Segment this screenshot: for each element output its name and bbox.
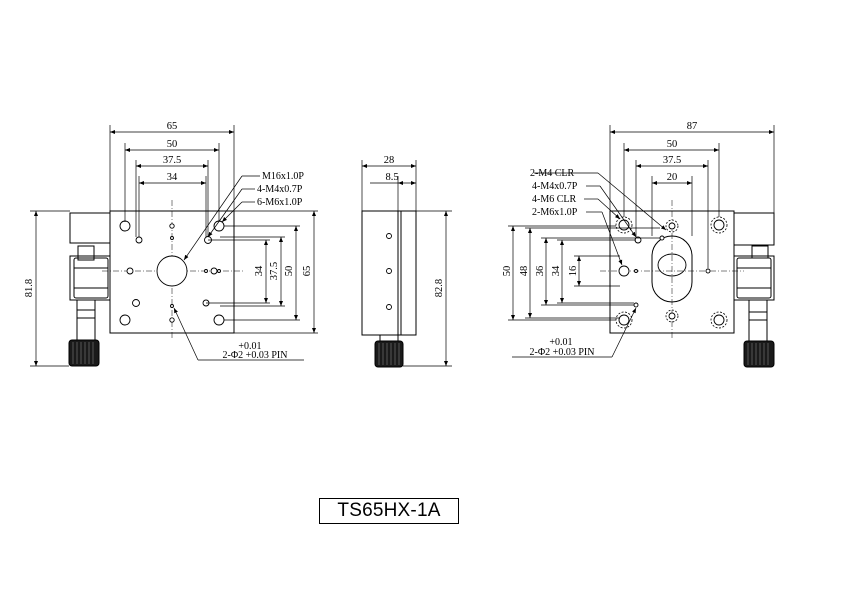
front-dim-right-50: 50 — [284, 266, 295, 277]
front-dim-50: 50 — [167, 139, 178, 150]
front-hole — [135, 236, 143, 244]
front-hole — [126, 267, 134, 275]
front-pin — [170, 236, 174, 240]
front-dim-37-5: 37.5 — [163, 155, 181, 166]
front-hole — [213, 314, 225, 326]
rear-callout-m4: 4-M4x0.7P — [532, 181, 578, 192]
side-spindle — [379, 334, 399, 342]
front-hole — [119, 314, 131, 326]
rear-callout-m4-clr: 2-M4 CLR — [530, 168, 575, 179]
front-hole — [210, 267, 218, 275]
front-callout-m6: 6-M6x1.0P — [257, 197, 303, 208]
rear-pin — [633, 302, 639, 308]
front-micrometer-sleeve — [73, 257, 109, 299]
rear-hole — [668, 222, 676, 230]
model-number-label: TS65HX-1A — [319, 498, 459, 524]
rear-hole — [713, 314, 725, 326]
rear-hole — [705, 268, 711, 274]
front-pin-tolerance: +0.01 — [238, 341, 261, 352]
rear-pin — [659, 235, 665, 241]
front-pin-spec: 2-Φ2 +0.03 PIN — [223, 350, 288, 361]
front-pin — [170, 304, 174, 308]
rear-hole — [713, 219, 725, 231]
front-micrometer-spindle — [76, 299, 96, 341]
rear-dim-left-36: 36 — [535, 266, 546, 277]
rear-pin — [634, 269, 638, 273]
side-knob — [374, 340, 404, 368]
front-dim-right-65: 65 — [302, 266, 313, 277]
front-knob — [68, 339, 100, 367]
front-dim-left-81-8: 81.8 — [24, 279, 35, 297]
side-hole — [386, 268, 392, 274]
rear-hole — [618, 314, 630, 326]
rear-dim-37-5: 37.5 — [663, 155, 681, 166]
rear-pin-tolerance: +0.01 — [549, 337, 572, 348]
rear-hole — [668, 312, 676, 320]
side-hole — [386, 304, 392, 310]
front-pin — [169, 223, 175, 229]
rear-dim-left-48: 48 — [519, 266, 530, 277]
side-view: 28 8.5 82.8 — [361, 155, 452, 368]
front-dim-right-34: 34 — [254, 265, 265, 276]
front-callout-m16: M16x1.0P — [262, 171, 304, 182]
front-dim-right-37-5: 37.5 — [269, 262, 280, 280]
rear-dim-87: 87 — [687, 121, 698, 132]
front-micrometer-collar — [77, 245, 95, 261]
rear-dim-left-16: 16 — [568, 266, 579, 277]
side-dim-8-5: 8.5 — [385, 172, 398, 183]
rear-callout-m6: 2-M6x1.0P — [532, 207, 578, 218]
side-dim-82-8: 82.8 — [434, 279, 445, 297]
rear-dim-left-34: 34 — [551, 265, 562, 276]
rear-micrometer-housing — [733, 255, 775, 301]
side-dim-28: 28 — [384, 155, 395, 166]
front-view: 65 50 37.5 34 34 37.5 50 65 81 — [24, 121, 318, 367]
rear-micrometer-spindle — [748, 299, 768, 343]
front-pin — [204, 269, 208, 273]
rear-callout-m6-clr: 4-M6 CLR — [532, 194, 577, 205]
front-dim-34: 34 — [167, 172, 178, 183]
rear-dim-20: 20 — [667, 172, 678, 183]
rear-hole — [618, 265, 630, 277]
front-callout-m4: 4-M4x0.7P — [257, 184, 303, 195]
rear-body-block — [733, 212, 775, 246]
front-dim-65: 65 — [167, 121, 178, 132]
rear-center-hole — [657, 253, 687, 277]
front-center-hole — [156, 255, 188, 287]
rear-dim-left-50: 50 — [502, 266, 513, 277]
side-hole — [386, 233, 392, 239]
rear-knob — [743, 340, 775, 368]
front-body-block — [69, 212, 111, 244]
front-pin — [217, 269, 221, 273]
rear-dim-50: 50 — [667, 139, 678, 150]
front-hole — [119, 220, 131, 232]
front-pin — [169, 317, 175, 323]
front-micrometer-housing — [69, 255, 111, 301]
front-hole — [132, 299, 140, 307]
rear-view: 87 50 37.5 20 50 48 36 34 16 — [502, 121, 775, 368]
rear-pin-spec: 2-Φ2 +0.03 PIN — [530, 347, 595, 358]
